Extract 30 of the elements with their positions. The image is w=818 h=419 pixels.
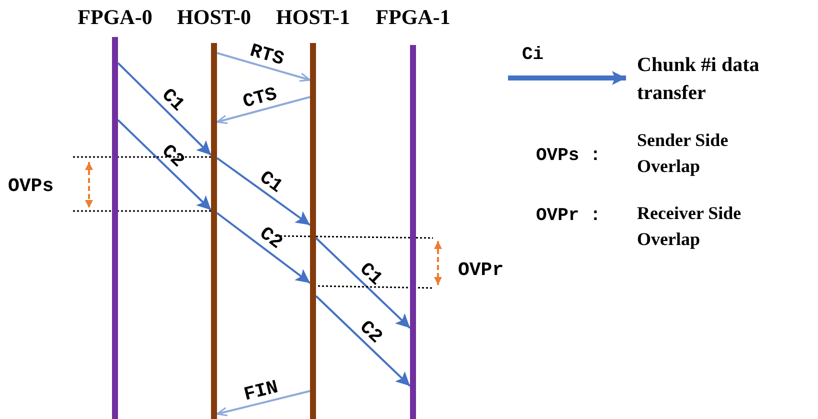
edge-label: C2 (356, 317, 386, 348)
label: OVPr (458, 258, 504, 283)
label: OVPs (8, 174, 54, 199)
lifeline-title: HOST-1 (276, 4, 350, 31)
lifeline-title: FPGA-0 (78, 4, 152, 31)
edge-label: C1 (158, 85, 188, 116)
arrow (117, 62, 212, 156)
edge-label: C2 (256, 224, 286, 254)
edge-label: RTS (248, 40, 286, 70)
arrow (315, 237, 411, 329)
label: OVPr : (536, 205, 601, 228)
label: Receiver Side Overlap (637, 202, 742, 251)
edge-label: C1 (255, 166, 286, 197)
edge-label: C1 (356, 259, 386, 290)
arrow (315, 295, 411, 387)
legend-text: Chunk #i data transfer (637, 53, 760, 106)
edge-label: CTS (241, 84, 280, 112)
arrow (216, 157, 311, 226)
arrow (216, 96, 310, 124)
arrow (117, 119, 212, 211)
lifeline-title: FPGA-1 (376, 4, 450, 31)
arrow (216, 390, 310, 416)
edge-label: FIN (242, 377, 280, 405)
label: Sender Side Overlap (637, 129, 730, 178)
arrow (216, 212, 311, 284)
arrow (216, 52, 311, 82)
edge-label: C2 (158, 141, 188, 172)
lifeline-title: HOST-0 (177, 4, 251, 31)
label: Ci (522, 44, 544, 67)
label: OVPs : (536, 145, 601, 168)
